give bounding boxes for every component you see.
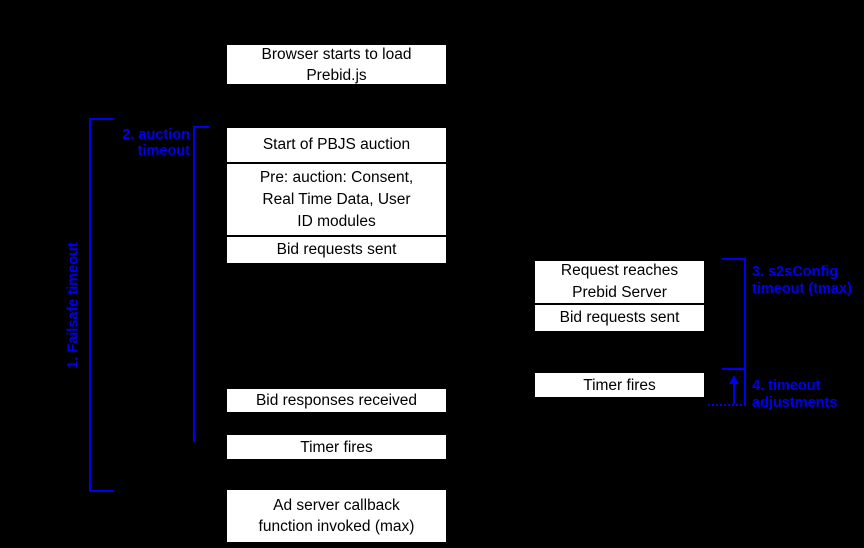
box-bid-responses-received: Bid responses received [225,387,448,414]
box-timer-fires-server: Timer fires [533,371,706,399]
label-timeout-adjustments: 4. timeout adjustments [752,378,838,411]
box-ad-server-callback: Ad server callback function invoked (max… [225,488,448,544]
adjustment-arrow-shaft [733,383,735,404]
failsafe-timeout-bracket [89,118,113,492]
label-failsafe-timeout: 1. Failsafe timeout [65,242,82,369]
arrow-up-icon [729,375,739,384]
adjustment-dotted-line [708,404,746,406]
prebid-server-stack: Request reaches Prebid Server Bid reques… [533,259,706,333]
box-bid-requests-sent-server: Bid requests sent [559,309,680,326]
auction-start-stack: Start of PBJS auction Pre: auction: Cons… [225,126,448,265]
box-start-pbjs-auction: Start of PBJS auction [227,128,446,164]
auction-timeout-bracket [193,126,209,442]
s2s-timeout-bracket [722,258,746,370]
box-bid-requests-sent: Bid requests sent [276,241,397,258]
adjustment-bracket-line [744,370,746,405]
box-pre-auction-modules: Pre: auction: Consent, Real Time Data, U… [227,164,446,237]
box-timer-fires-client: Timer fires [225,433,448,461]
label-s2s-timeout: 3. s2sConfig timeout (tmax) [752,264,852,297]
box-request-reaches-prebid-server: Request reaches Prebid Server [535,261,704,305]
label-auction-timeout: 2. auction timeout [122,127,190,159]
box-browser-loads-prebid: Browser starts to load Prebid.js [225,43,448,86]
